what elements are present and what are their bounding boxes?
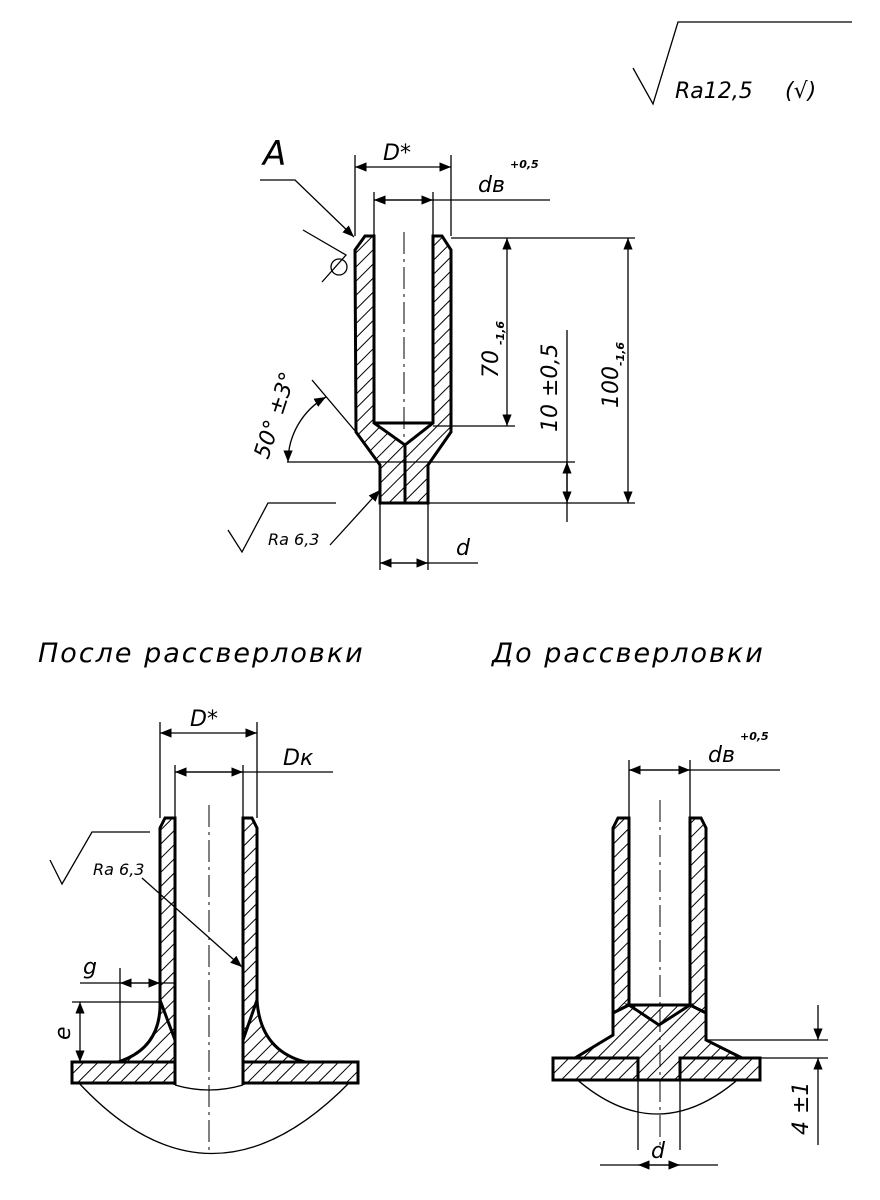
top-angle-arc <box>283 396 327 463</box>
after-plate-right <box>241 1060 360 1085</box>
after-plate-left <box>70 1060 177 1085</box>
before-dim-d-label: d <box>651 1139 666 1164</box>
top-right-wall <box>403 234 453 505</box>
before-drilling-title: До рассверловки <box>491 638 765 669</box>
general-roughness-symbol: Ra12,5 (√) <box>632 21 852 106</box>
top-dim-70-tol: -1,6 <box>494 321 507 345</box>
weld-circle <box>330 258 348 276</box>
after-dim-g-label: g <box>83 955 97 980</box>
after-right-fillet <box>241 999 306 1064</box>
weld-symbol <box>302 229 348 283</box>
top-dim-100-label: 100 <box>599 366 624 408</box>
general-roughness-suffix: (√) <box>785 79 816 104</box>
top-roughness-symbol <box>227 502 336 554</box>
general-roughness-label: Ra12,5 <box>675 79 753 104</box>
before-dim-bore-tol: +0,5 <box>740 730 769 743</box>
top-dim-70-label: 70 <box>479 350 504 378</box>
top-dim-100-tol: -1,6 <box>614 342 627 366</box>
after-plate-arc <box>77 1081 351 1154</box>
top-roughness-label: Ra 6,3 <box>268 530 319 549</box>
view-letter-a: A <box>261 134 286 174</box>
after-left-fillet <box>117 999 177 1064</box>
after-dim-inner-label: Dк <box>283 746 314 771</box>
top-view: A D* dв +0,5 70 -1,6 10 ±0,5 <box>227 134 635 570</box>
top-dim-bore-label: dв <box>478 173 505 198</box>
before-view: dв +0,5 4 ±1 d <box>551 730 828 1170</box>
after-drilling-title: После рассверловки <box>38 638 365 669</box>
before-right-wall <box>688 816 708 1016</box>
after-dim-e-label: e <box>51 1026 76 1040</box>
after-roughness-label: Ra 6,3 <box>93 860 144 879</box>
top-dim-outer-label: D* <box>383 141 411 166</box>
after-roughness-symbol <box>49 831 150 886</box>
before-dim-bore-label: dв <box>708 743 735 768</box>
top-dim-d-label: d <box>456 536 471 561</box>
before-plate-arc <box>554 1057 761 1115</box>
after-dim-outer-label: D* <box>190 707 218 732</box>
view-a-leader <box>260 179 355 238</box>
top-left-wall <box>353 234 407 505</box>
top-dim-bore-tol: +0,5 <box>510 158 539 171</box>
top-angle-label: 50° ±3° <box>250 369 301 462</box>
top-dim-10-label: 10 ±0,5 <box>538 344 563 432</box>
before-dim-4-label: 4 ±1 <box>789 1082 814 1135</box>
after-view: D* Dк Ra 6,3 g e <box>49 707 360 1154</box>
before-left-wall <box>611 816 631 1016</box>
